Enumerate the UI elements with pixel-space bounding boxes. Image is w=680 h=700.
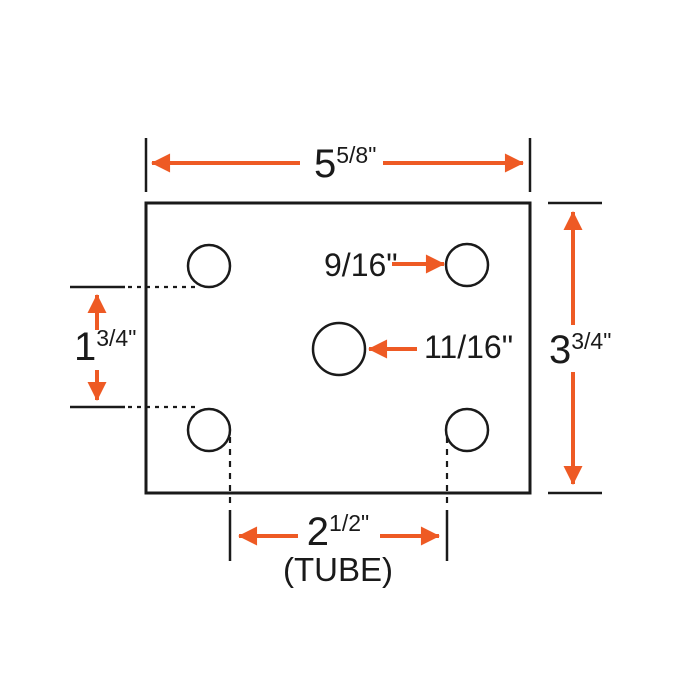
hole-top-right xyxy=(444,242,490,288)
tube-dim-whole: 2 xyxy=(307,510,329,554)
height-dim-fraction: 3/4" xyxy=(571,328,611,354)
callout-corner-hole: 9/16" xyxy=(324,247,445,283)
dimension-plate-height: 33/4" xyxy=(548,201,611,495)
hole-bottom-left xyxy=(186,407,232,453)
hole-top-left xyxy=(186,243,232,289)
hole-bottom-right xyxy=(444,407,490,453)
dimension-row-spacing: 13/4" xyxy=(70,285,200,409)
spacing-dim-fraction: 3/4" xyxy=(96,325,136,351)
corner-hole-label: 9/16" xyxy=(324,247,398,283)
spacing-dim-whole: 1 xyxy=(74,325,96,369)
plate-outline xyxy=(144,201,532,495)
center-hole-label: 11/16" xyxy=(424,329,513,365)
spacing-dim-label: 13/4" xyxy=(74,325,136,369)
dimension-tube-spacing: 21/2" (TUBE) xyxy=(228,437,449,588)
callout-center-hole: 11/16" xyxy=(368,329,513,365)
height-dim-label: 33/4" xyxy=(549,328,611,372)
width-dim-label: 55/8" xyxy=(314,142,376,186)
width-dim-fraction: 5/8" xyxy=(336,142,376,168)
tube-dim-label: 21/2" xyxy=(307,510,369,554)
dimension-plate-width: 55/8" xyxy=(144,138,532,192)
width-dim-whole: 5 xyxy=(314,142,336,186)
hole-center xyxy=(311,321,367,377)
tube-note-label: (TUBE) xyxy=(283,551,393,588)
tube-dim-fraction: 1/2" xyxy=(329,510,369,536)
height-dim-whole: 3 xyxy=(549,328,571,372)
